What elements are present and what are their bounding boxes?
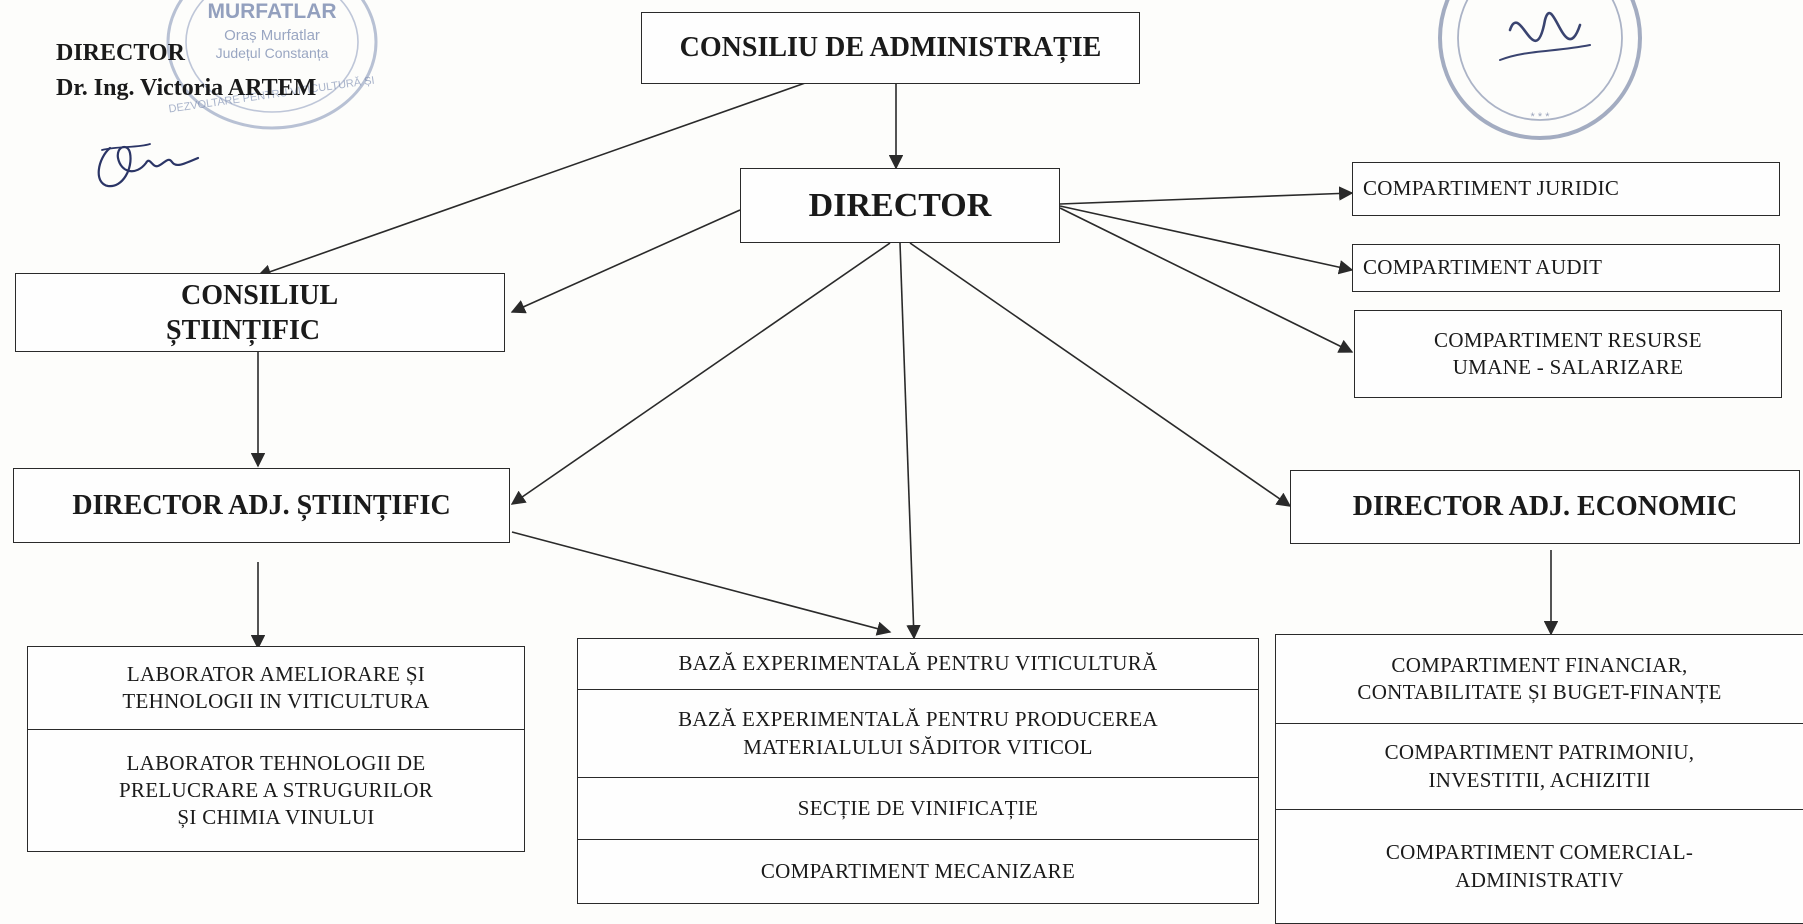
node-director-adj-stiintific-label: DIRECTOR ADJ. ȘTIINȚIFIC — [72, 489, 451, 521]
list-item-baza-viticultura: BAZĂ EXPERIMENTALĂ PENTRU VITICULTURĂ — [578, 639, 1258, 689]
node-compartiment-audit: COMPARTIMENT AUDIT — [1352, 244, 1780, 292]
node-consiliul-stiintific-l2: ȘTIINȚIFIC — [166, 314, 321, 346]
stamp-left-text-2: Oraș Murfatlar — [224, 27, 320, 44]
list-item-baza-viticultura-label: BAZĂ EXPERIMENTALĂ PENTRU VITICULTURĂ — [678, 651, 1158, 676]
list-item-baza-material-saditor-l1: BAZĂ EXPERIMENTALĂ PENTRU PRODUCEREA — [678, 707, 1158, 732]
node-director-label: DIRECTOR — [808, 186, 992, 224]
list-item-laborator-1: LABORATOR AMELIORARE ȘI TEHNOLOGII IN VI… — [28, 647, 524, 729]
group-laboratoare: LABORATOR AMELIORARE ȘI TEHNOLOGII IN VI… — [27, 646, 525, 852]
list-item-compartiment-patrimoniu: COMPARTIMENT PATRIMONIU, INVESTITII, ACH… — [1276, 723, 1803, 809]
stamp-left-text-1: MURFATLAR — [207, 0, 336, 23]
arrow-director-resurse — [1059, 207, 1354, 353]
stamp-left-text-3: Județul Constanța — [216, 45, 329, 61]
list-item-baza-material-saditor: BAZĂ EXPERIMENTALĂ PENTRU PRODUCEREA MAT… — [578, 689, 1258, 777]
node-compartiment-resurse-l2: UMANE - SALARIZARE — [1452, 355, 1684, 379]
list-item-laborator-1-l1: LABORATOR AMELIORARE ȘI — [126, 661, 426, 686]
group-compartimente-economice: COMPARTIMENT FINANCIAR, CONTABILITATE ȘI… — [1275, 634, 1803, 924]
group-baze-sectii: BAZĂ EXPERIMENTALĂ PENTRU VITICULTURĂ BA… — [577, 638, 1259, 904]
list-item-compartiment-comercial: COMPARTIMENT COMERCIAL- ADMINISTRATIV — [1276, 809, 1803, 923]
arrow-director-juridic — [1059, 186, 1354, 205]
node-compartiment-audit-label: COMPARTIMENT AUDIT — [1363, 255, 1603, 280]
arrow-director-consiliul — [510, 209, 741, 314]
list-item-laborator-2-l1: LABORATOR TEHNOLOGII DE — [126, 750, 426, 775]
list-item-compartiment-financiar-l2: CONTABILITATE ȘI BUGET-FINANȚE — [1357, 680, 1722, 704]
list-item-laborator-2-l2: PRELUCRARE A STRUGURILOR — [118, 777, 434, 802]
list-item-compartiment-patrimoniu-l1: COMPARTIMENT PATRIMONIU, — [1384, 740, 1695, 765]
list-item-laborator-1-l2: TEHNOLOGII IN VITICULTURA — [122, 689, 430, 713]
arrow-ca-consiliul — [256, 81, 809, 279]
signatory-left-name: Dr. Ing. Victoria ARTEM — [56, 75, 317, 101]
list-item-compartiment-financiar-l1: COMPARTIMENT FINANCIAR, — [1391, 652, 1688, 677]
node-consiliu-administratie-label: CONSILIU DE ADMINISTRAȚIE — [679, 32, 1102, 63]
signature-left — [97, 143, 200, 188]
arrow-adj-stiintific-baza — [511, 531, 892, 636]
list-item-laborator-2-l3: ȘI CHIMIA VINULUI — [177, 805, 375, 830]
list-item-compartiment-comercial-l2: ADMINISTRATIV — [1455, 867, 1624, 892]
node-compartiment-resurse-l1: COMPARTIMENT RESURSE — [1434, 327, 1702, 352]
node-compartiment-juridic-label: COMPARTIMENT JURIDIC — [1363, 176, 1620, 201]
node-compartiment-juridic: COMPARTIMENT JURIDIC — [1352, 162, 1780, 216]
list-item-compartiment-mecanizare: COMPARTIMENT MECANIZARE — [578, 839, 1258, 903]
stamp-left: MURFATLAR Oraș Murfatlar Județul Constan… — [166, 0, 378, 130]
arrow-director-audit — [1059, 205, 1354, 275]
list-item-sectie-vinificatie-label: SECȚIE DE VINIFICAȚIE — [797, 795, 1039, 820]
node-director: DIRECTOR — [740, 168, 1060, 243]
list-item-baza-material-saditor-l2: MATERIALULUI SĂDITOR VITICOL — [743, 734, 1093, 759]
node-director-adj-economic: DIRECTOR ADJ. ECONOMIC — [1290, 470, 1800, 544]
signatory-left-title: DIRECTOR — [56, 40, 185, 66]
list-item-laborator-2: LABORATOR TEHNOLOGII DE PRELUCRARE A STR… — [28, 729, 524, 851]
stamp-right: * * * — [1438, 0, 1642, 140]
svg-text:* * *: * * * — [1531, 111, 1551, 123]
arrow-director-baza — [899, 242, 921, 640]
list-item-compartiment-comercial-l1: COMPARTIMENT COMERCIAL- — [1385, 840, 1694, 865]
list-item-compartiment-mecanizare-label: COMPARTIMENT MECANIZARE — [760, 858, 1076, 883]
node-consiliul-stiintific: CONSILIUL ȘTIINȚIFIC — [15, 273, 505, 352]
node-director-adj-economic-label: DIRECTOR ADJ. ECONOMIC — [1352, 491, 1738, 522]
node-director-adj-stiintific: DIRECTOR ADJ. ȘTIINȚIFIC — [13, 468, 510, 543]
list-item-sectie-vinificatie: SECȚIE DE VINIFICAȚIE — [578, 777, 1258, 839]
list-item-compartiment-financiar: COMPARTIMENT FINANCIAR, CONTABILITATE ȘI… — [1276, 635, 1803, 723]
list-item-compartiment-patrimoniu-l2: INVESTITII, ACHIZITII — [1428, 767, 1651, 792]
arrow-director-adj-economic — [909, 242, 1292, 507]
node-consiliul-stiintific-l1: CONSILIUL — [181, 279, 339, 311]
node-compartiment-resurse: COMPARTIMENT RESURSE UMANE - SALARIZARE — [1354, 310, 1782, 398]
node-consiliu-administratie: CONSILIU DE ADMINISTRAȚIE — [641, 12, 1140, 84]
arrow-director-adj-stiintific — [510, 242, 891, 505]
